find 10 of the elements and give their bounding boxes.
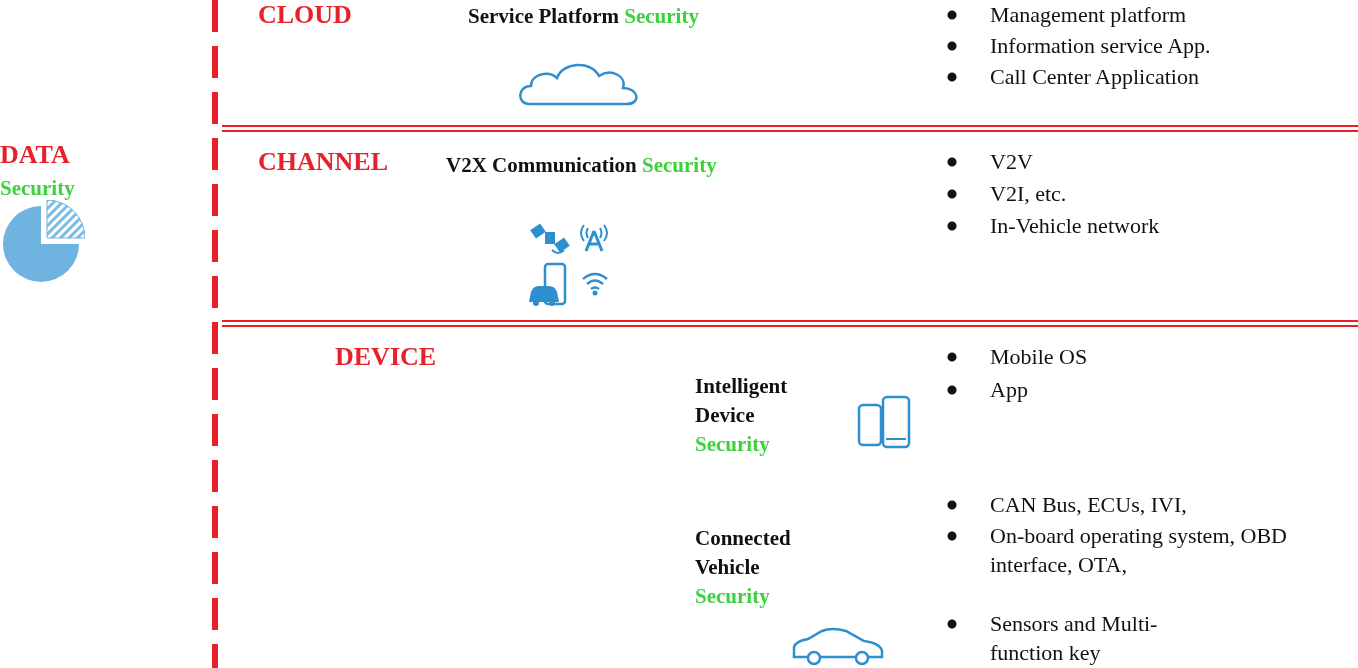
data-title: DATA: [0, 140, 70, 170]
security-heading: V2X Communication Security: [446, 152, 717, 179]
layer-title: CLOUD: [258, 0, 352, 30]
security-label: Security: [0, 175, 75, 202]
security-heading: Intelligent Device Security: [695, 373, 789, 458]
layer-title: CHANNEL: [258, 147, 388, 177]
layer-title: DEVICE: [335, 342, 437, 372]
security-heading: Service Platform Security: [468, 3, 699, 30]
layer-band: [222, 320, 1358, 668]
security-heading: Connected Vehicle Security: [695, 525, 792, 610]
